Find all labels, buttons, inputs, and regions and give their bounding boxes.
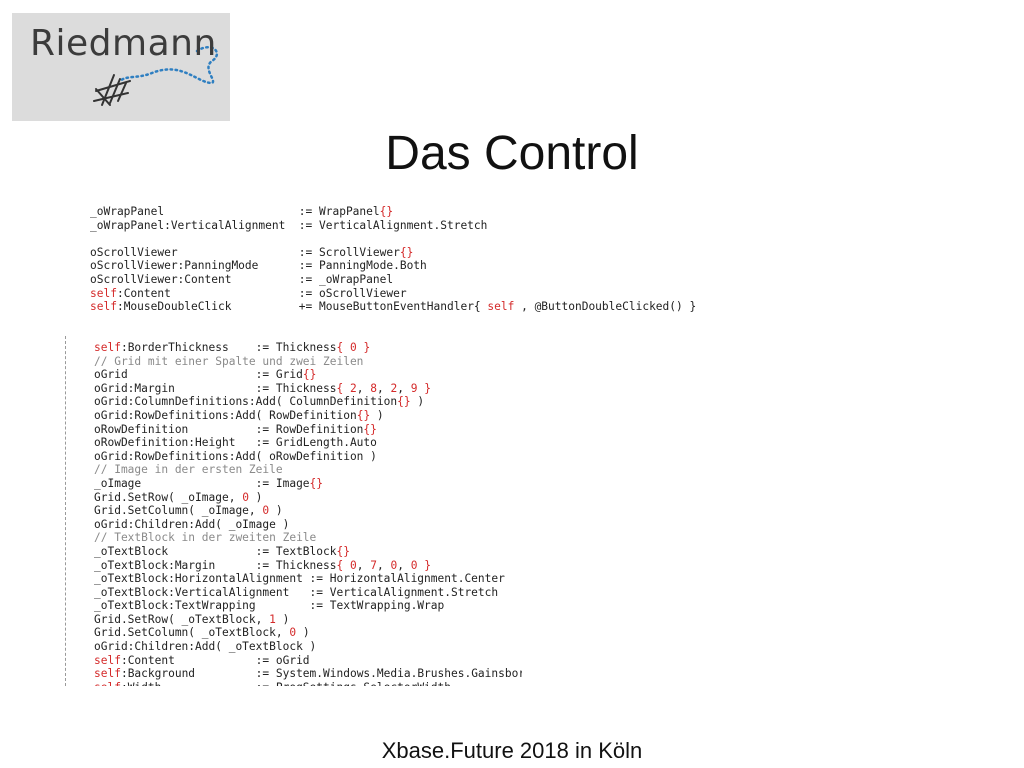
code-bottom-line: oRowDefinition := RowDefinition{} (94, 422, 377, 436)
code-top-line: self:Content := oScrollViewer (90, 286, 407, 300)
code-top-line: oScrollViewer:Content := _oWrapPanel (90, 272, 394, 286)
slide-footer: Xbase.Future 2018 in Köln (381, 738, 643, 763)
code-bottom-line: Grid.SetColumn( _oImage, 0 ) (94, 504, 283, 518)
code-bottom-line: // Image in der ersten Zeile (94, 463, 283, 477)
code-screenshot-grid: self:BorderThickness := Thickness{ 0 } /… (62, 336, 522, 686)
code-bottom-line: self:Content := oGrid (94, 653, 310, 667)
code-block-grid: self:BorderThickness := Thickness{ 0 } /… (94, 341, 522, 686)
code-bottom-line: Grid.SetRow( _oImage, 0 ) (94, 490, 263, 504)
code-bottom-line: _oImage := Image{} (94, 476, 324, 490)
code-bottom-line: Grid.SetRow( _oTextBlock, 1 ) (94, 612, 290, 626)
code-bottom-line: oGrid:RowDefinitions:Add( RowDefinition{… (94, 408, 384, 422)
code-bottom-line: _oTextBlock:TextWrapping := TextWrapping… (94, 599, 445, 613)
code-bottom-line: self:Width := ProgSettings.SelectorWidth (94, 681, 451, 686)
code-bottom-line: // TextBlock in der zweiten Zeile (94, 531, 317, 545)
code-top-line: _oWrapPanel:VerticalAlignment := Vertica… (90, 218, 488, 232)
code-bottom-line: _oTextBlock:VerticalAlignment := Vertica… (94, 585, 499, 599)
code-bottom-line: oGrid:ColumnDefinitions:Add( ColumnDefin… (94, 395, 425, 409)
code-bottom-line: oGrid:Children:Add( _oTextBlock ) (94, 640, 317, 654)
code-bottom-line: _oTextBlock := TextBlock{} (94, 544, 350, 558)
code-bottom-line: _oTextBlock:Margin := Thickness{ 0, 7, 0… (94, 558, 431, 572)
code-bottom-line: oGrid:RowDefinitions:Add( oRowDefinition… (94, 449, 377, 463)
code-top-line: self:MouseDoubleClick += MouseButtonEven… (90, 300, 697, 314)
logo-dotted-swirl-icon (118, 45, 219, 85)
slide-title: Das Control (385, 127, 639, 180)
code-block-wrappanel: _oWrapPanel := WrapPanel{} _oWrapPanel:V… (90, 205, 696, 314)
code-bottom-line: self:Background := System.Windows.Media.… (94, 667, 522, 681)
code-bottom-line: // Grid mit einer Spalte und zwei Zeilen (94, 354, 364, 368)
code-bottom-line: self:BorderThickness := Thickness{ 0 } (94, 341, 371, 354)
logo-bridge-icon (93, 74, 131, 106)
code-top-line: _oWrapPanel := WrapPanel{} (90, 205, 394, 218)
code-bottom-line: _oTextBlock:HorizontalAlignment := Horiz… (94, 572, 505, 586)
code-bottom-line: oGrid:Margin := Thickness{ 2, 8, 2, 9 } (94, 381, 431, 395)
editor-gutter-line (65, 336, 66, 686)
riedmann-logo: Riedmann (12, 13, 230, 121)
code-bottom-line: oGrid:Children:Add( _oImage ) (94, 517, 290, 531)
logo-text: Riedmann (30, 23, 217, 64)
code-bottom-line: Grid.SetColumn( _oTextBlock, 0 ) (94, 626, 310, 640)
code-bottom-line: oGrid := Grid{} (94, 368, 317, 382)
code-bottom-line: oRowDefinition:Height := GridLength.Auto (94, 436, 377, 450)
code-top-line: oScrollViewer := ScrollViewer{} (90, 245, 414, 259)
code-top-line: oScrollViewer:PanningMode := PanningMode… (90, 259, 427, 273)
